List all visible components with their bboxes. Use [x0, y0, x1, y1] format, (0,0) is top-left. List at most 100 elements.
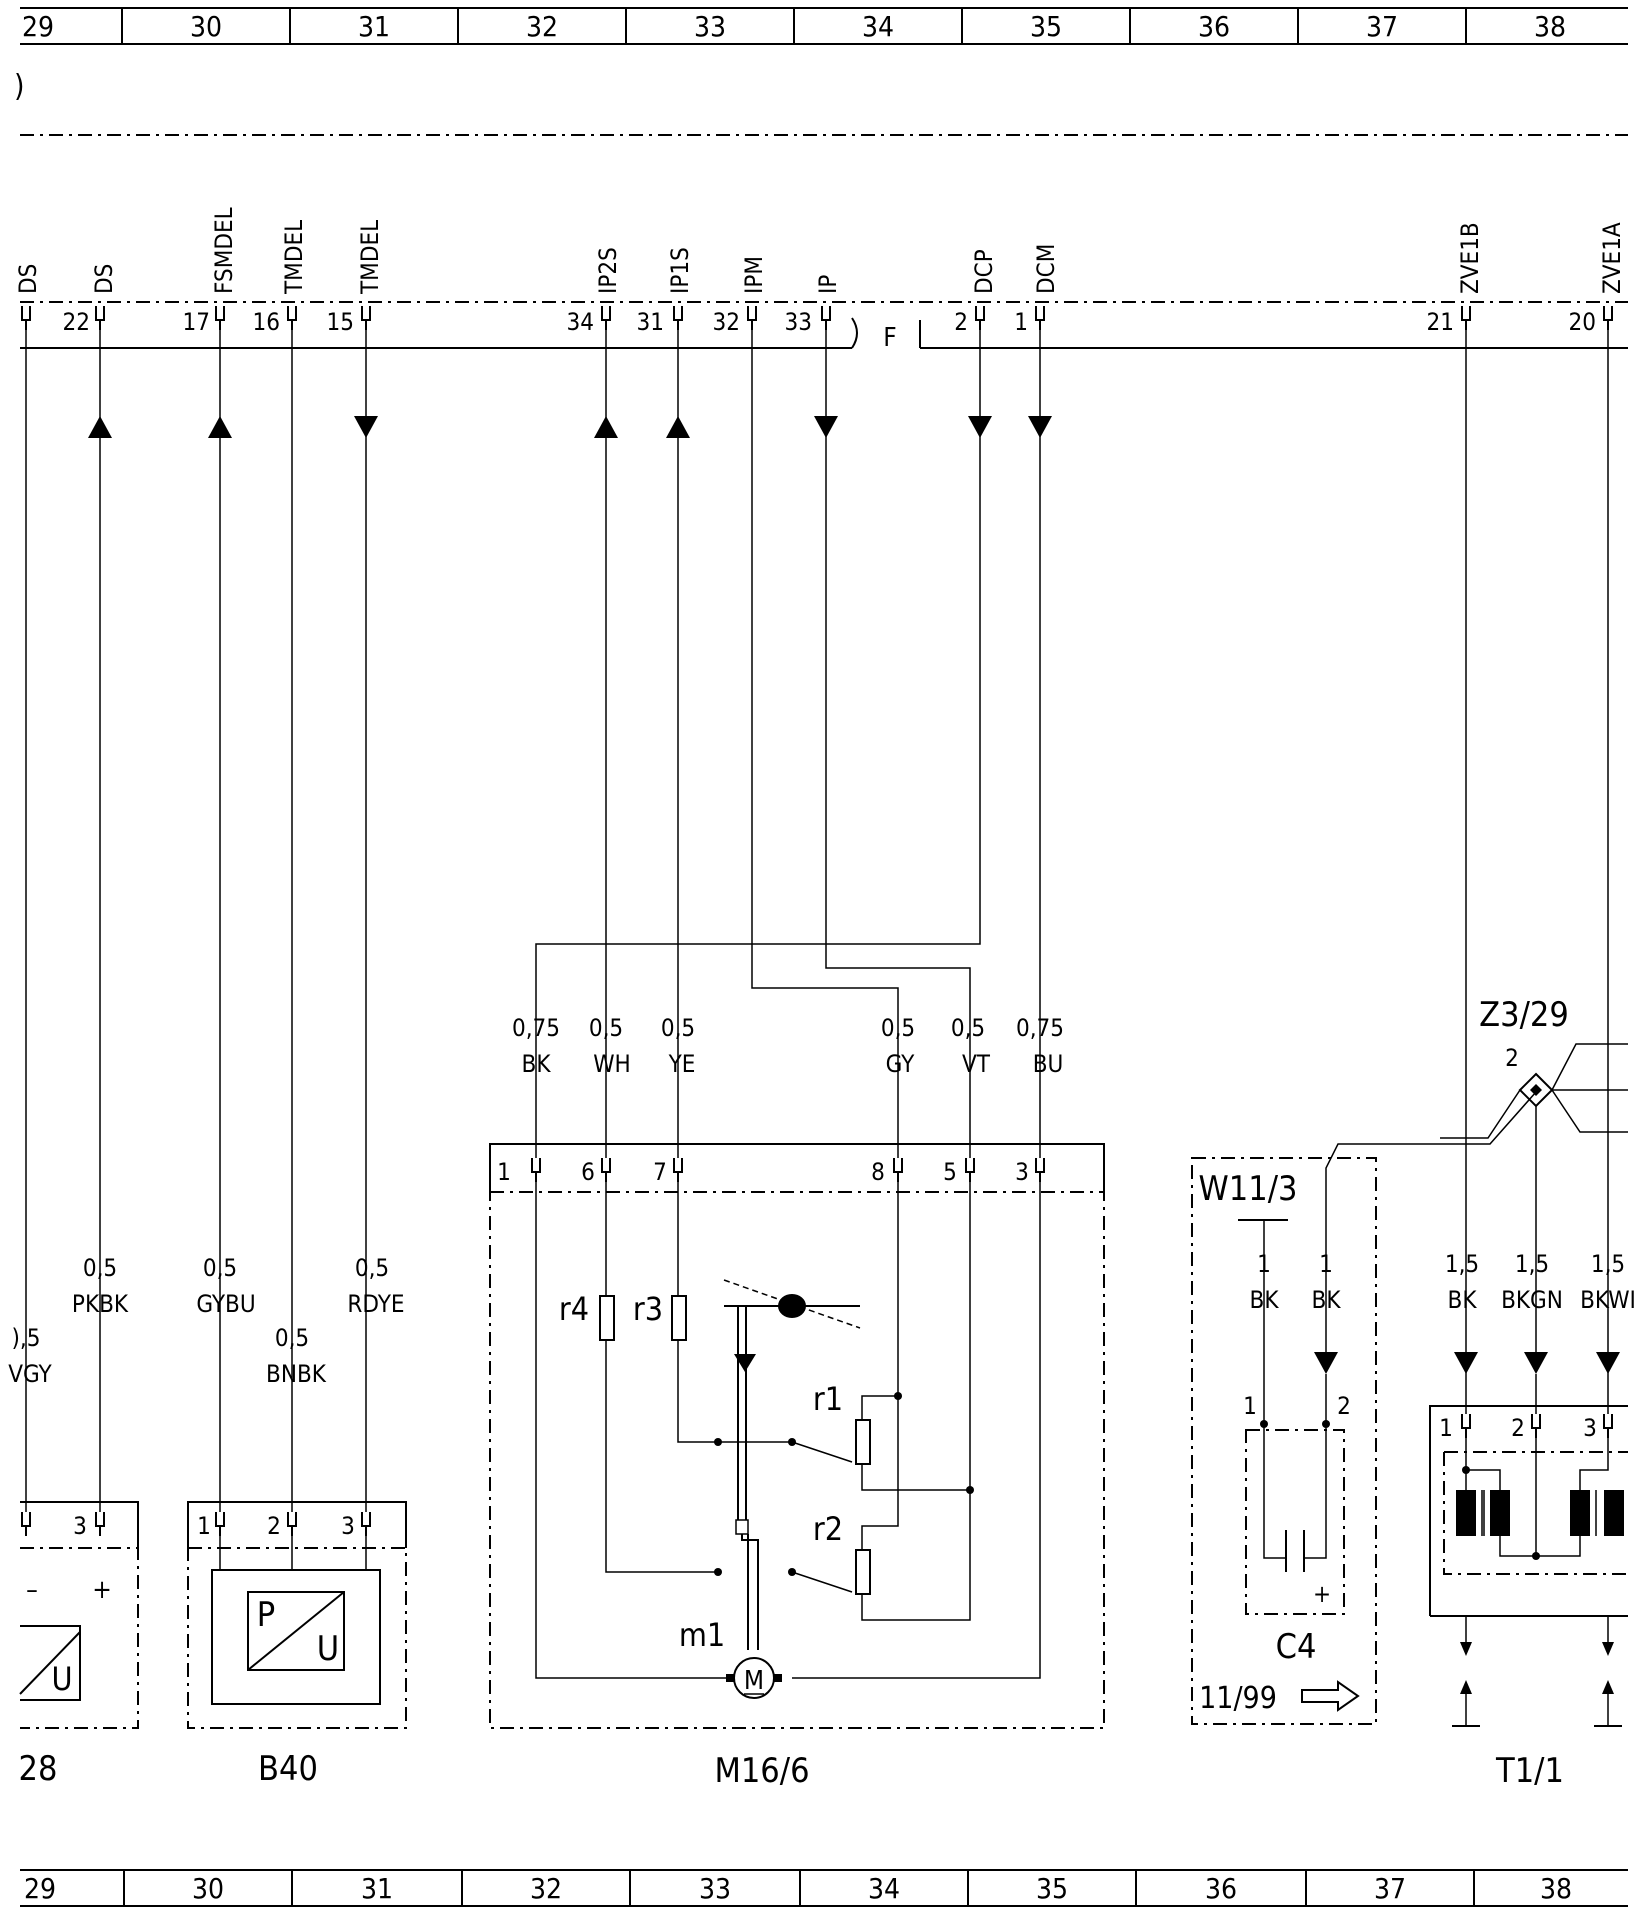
b28-label: 28 — [19, 1749, 58, 1789]
wire-size: 0,5 — [275, 1324, 309, 1352]
sig-ds-0: DS — [14, 264, 42, 294]
b28-plus: + — [92, 1575, 112, 1605]
pin-1: 1 — [1014, 308, 1028, 336]
grid-col-37: 37 — [1374, 1872, 1406, 1905]
grid-col-36: 36 — [1198, 10, 1230, 43]
b28-symbol-u: U — [51, 1660, 72, 1698]
pin-17: 17 — [183, 308, 210, 336]
bottom-grid-bar: 29 30 31 32 33 34 35 36 37 38 — [20, 1869, 1628, 1907]
grid-col-33: 33 — [699, 1872, 731, 1905]
wire-size: 0,5 — [203, 1254, 237, 1282]
grid-col-38: 38 — [1540, 1872, 1572, 1905]
sig-ds-22: DS — [90, 264, 118, 294]
t1-pin-3: 3 — [1583, 1414, 1597, 1442]
arrow-up-icon — [208, 416, 232, 438]
w11-label: W11/3 — [1199, 1169, 1298, 1209]
wire-color: BNBK — [266, 1360, 327, 1388]
wire-color: BKWI — [1580, 1286, 1636, 1314]
wire-size: 0,5 — [951, 1014, 985, 1042]
component-b40: 1 2 3 P U B40 — [187, 1501, 407, 1789]
b40-label: B40 — [258, 1749, 318, 1789]
sig-tmdel-16: TMDEL — [280, 220, 308, 295]
arrow-up-icon — [88, 416, 112, 438]
signal-wires — [25, 330, 1620, 1512]
component-z3-29: Z3/29 2 — [1440, 995, 1628, 1414]
pin-22: 22 — [63, 308, 90, 336]
m16-pin-7: 7 — [653, 1158, 667, 1186]
arrow-down-icon — [1454, 1352, 1478, 1374]
m16-pin-6: 6 — [581, 1158, 595, 1186]
wire-color: BK — [522, 1050, 552, 1078]
component-b28: 3 – + U 28 — [19, 1501, 139, 1789]
connector-f-label: F — [883, 323, 896, 353]
grid-col-31: 31 — [358, 10, 390, 43]
b40-pin-2: 2 — [267, 1512, 281, 1540]
wire-labels: ),5 VGY 0,5 PKBK 0,5 GYBU 0,5 BNBK 0,5 R… — [8, 1014, 1636, 1388]
m16-pin-5: 5 — [943, 1158, 957, 1186]
arrow-up-icon — [1602, 1680, 1614, 1694]
pin-31: 31 — [637, 308, 664, 336]
w11-note: 11/99 — [1199, 1681, 1277, 1716]
wire-size: 1,5 — [1445, 1250, 1479, 1278]
component-w11-3: W11/3 1 2 + C4 11/99 — [1191, 1091, 1537, 1725]
m16-motor-m: M — [744, 1666, 764, 1696]
w11-pin-1: 1 — [1243, 1392, 1257, 1420]
top-grid-bar: 29 30 31 32 33 34 35 36 37 38 — [20, 7, 1628, 45]
b40-pin-3: 3 — [341, 1512, 355, 1540]
grid-col-29: 29 — [22, 10, 54, 43]
sig-ip2s: IP2S — [594, 247, 622, 294]
wire-size: 1,5 — [1515, 1250, 1549, 1278]
c4-label: C4 — [1276, 1627, 1317, 1667]
t1-pin-1: 1 — [1439, 1414, 1453, 1442]
pin-32: 32 — [713, 308, 740, 336]
wire-color: BK — [1448, 1286, 1478, 1314]
pin-33: 33 — [785, 308, 812, 336]
sig-ip: IP — [814, 275, 842, 294]
arrow-down-icon — [1314, 1352, 1338, 1374]
grid-col-32: 32 — [530, 1872, 562, 1905]
sig-zve1b: ZVE1B — [1456, 222, 1484, 294]
grid-col-34: 34 — [868, 1872, 900, 1905]
m16-r3: r3 — [633, 1290, 663, 1328]
grid-col-29: 29 — [24, 1872, 56, 1905]
wire-size: ),5 — [11, 1324, 40, 1352]
wire-color: VGY — [8, 1360, 52, 1388]
wire-size: 0,5 — [589, 1014, 623, 1042]
arrow-down-icon — [1028, 416, 1052, 438]
grid-col-31: 31 — [361, 1872, 393, 1905]
arrow-up-icon — [666, 416, 690, 438]
connector-f: F DS DS FSMDEL TMDEL TMDEL IP2S IP1S IPM… — [14, 207, 1628, 353]
grid-col-35: 35 — [1036, 1872, 1068, 1905]
wire-color: GYBU — [196, 1290, 255, 1318]
arrow-up-icon — [594, 416, 618, 438]
sig-tmdel-15: TMDEL — [356, 220, 384, 295]
pin-15: 15 — [327, 308, 354, 336]
grid-col-36: 36 — [1205, 1872, 1237, 1905]
wire-color: PKBK — [72, 1290, 129, 1318]
m16-pin-8: 8 — [871, 1158, 885, 1186]
m16-r2: r2 — [813, 1510, 843, 1548]
arrow-down-icon — [1602, 1642, 1614, 1656]
top-fragment: ) — [14, 69, 25, 104]
arrow-down-icon — [814, 416, 838, 438]
m16-r1: r1 — [813, 1380, 843, 1418]
wire-color: WH — [593, 1050, 631, 1078]
pin-2: 2 — [954, 308, 968, 336]
t1-pin-2: 2 — [1511, 1414, 1525, 1442]
arrow-down-icon — [1460, 1642, 1472, 1656]
grid-col-30: 30 — [192, 1872, 224, 1905]
m16-r4: r4 — [559, 1290, 589, 1328]
pin-20: 20 — [1569, 308, 1596, 336]
component-m16-6: 1 6 7 8 5 3 r4 r3 r1 r2 — [489, 1143, 1105, 1791]
grid-col-30: 30 — [190, 10, 222, 43]
wire-size: 0,5 — [661, 1014, 695, 1042]
sig-fsmdel: FSMDEL — [210, 207, 238, 294]
grid-col-37: 37 — [1366, 10, 1398, 43]
grid-col-35: 35 — [1030, 10, 1062, 43]
pin-16: 16 — [253, 308, 280, 336]
m16-pin-1: 1 — [497, 1158, 511, 1186]
arrow-down-icon — [1524, 1352, 1548, 1374]
c4-plus: + — [1313, 1580, 1331, 1608]
b40-symbol-u: U — [317, 1629, 339, 1669]
